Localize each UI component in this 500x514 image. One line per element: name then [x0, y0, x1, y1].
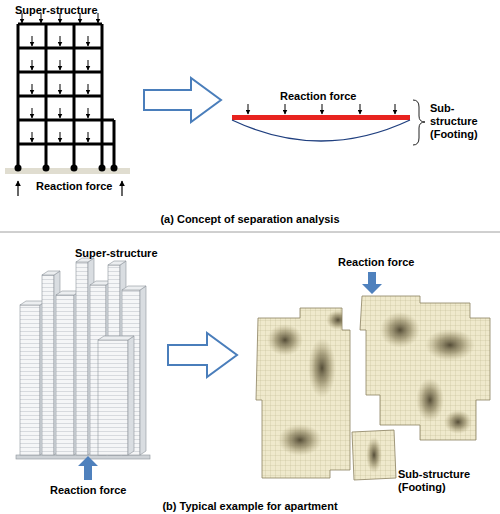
- building-drawing: [16, 258, 150, 459]
- reaction-block-arrow: [362, 272, 382, 294]
- part-label: Reaction force: [338, 256, 423, 269]
- beam: [18, 119, 114, 122]
- load-arrow: [32, 36, 33, 46]
- base-slab: [16, 455, 150, 459]
- footing-bar: [232, 115, 410, 120]
- reaction-load-arrows: [248, 104, 395, 114]
- footing-plates: [256, 296, 490, 480]
- pin-supports: [15, 165, 118, 172]
- frame-drawing: [5, 13, 130, 196]
- footing-plate: [256, 308, 350, 478]
- tower: [98, 336, 134, 455]
- frame-members: [18, 24, 114, 168]
- transfer-arrow: [168, 333, 237, 377]
- load-arrow: [88, 108, 89, 118]
- pin-support: [43, 165, 50, 172]
- beam: [18, 143, 114, 146]
- load-arrow: [88, 84, 89, 94]
- load-arrow: [360, 104, 361, 114]
- load-arrow: [60, 132, 61, 142]
- transfer-arrow: [144, 78, 221, 122]
- pin-support: [71, 165, 78, 172]
- load-arrow: [322, 104, 323, 114]
- load-arrow: [88, 60, 89, 70]
- stress-blob: [308, 338, 336, 398]
- part-label: Super-structure: [75, 247, 165, 260]
- tower-roof: [108, 261, 126, 265]
- footing-mesh-drawing: [256, 296, 490, 480]
- footing-drawing: [232, 100, 425, 145]
- part-label: Sub-structure (Footing): [398, 468, 488, 494]
- frame-model: Super-structureReaction force: [5, 2, 140, 200]
- tower-face: [20, 305, 40, 455]
- tower-face: [98, 340, 128, 455]
- stress-contours: [267, 310, 475, 473]
- load-arrow: [32, 60, 33, 70]
- figure-caption: (b) Typical example for apartment: [0, 500, 500, 513]
- load-arrow: [98, 13, 99, 23]
- part-label: Super-structure: [15, 4, 110, 17]
- load-arrow: [395, 104, 396, 114]
- load-arrow: [60, 108, 61, 118]
- load-arrow: [32, 108, 33, 118]
- load-arrow: [88, 36, 89, 46]
- stress-blob: [326, 310, 350, 330]
- reaction-arrow: [17, 181, 18, 196]
- footing-plate: [360, 296, 490, 440]
- part-label: Reaction force: [36, 180, 121, 193]
- pin-support: [15, 165, 22, 172]
- tower-side: [140, 286, 146, 455]
- reaction-block-arrow: [78, 456, 98, 480]
- part-label: Reaction force: [280, 90, 365, 103]
- tower-roof: [98, 336, 134, 340]
- load-arrow: [32, 132, 33, 142]
- footing-model: Reaction forceSub-structure (Footing): [225, 88, 495, 150]
- part-label: Sub-structure (Footing): [430, 102, 488, 141]
- tower-face: [56, 295, 74, 455]
- tower-side: [128, 336, 134, 455]
- load-arrow: [60, 60, 61, 70]
- pin-support: [111, 165, 118, 172]
- load-arrow: [248, 104, 249, 114]
- load-arrow: [88, 132, 89, 142]
- load-arrow: [60, 36, 61, 46]
- load-arrow: [32, 84, 33, 94]
- beam: [18, 47, 102, 50]
- tower-face: [42, 275, 54, 455]
- part-label: Reaction force: [50, 484, 135, 497]
- load-arrow: [285, 104, 286, 114]
- beam: [18, 95, 102, 98]
- stress-blob: [380, 312, 420, 348]
- stress-blob: [416, 378, 444, 422]
- brace: [413, 100, 425, 145]
- tower-roof: [122, 286, 146, 290]
- beam: [18, 71, 102, 74]
- footing-plate: [352, 430, 396, 480]
- separator-line: [0, 232, 500, 233]
- tower-face: [76, 262, 88, 455]
- stress-blob: [278, 424, 322, 456]
- deflection-curve: [232, 120, 410, 141]
- building-model: Super-structureReaction force: [10, 244, 165, 500]
- stress-blob: [267, 324, 303, 356]
- stress-blob: [425, 329, 475, 361]
- stress-blob: [444, 410, 472, 434]
- load-arrow: [60, 84, 61, 94]
- stress-blob: [366, 437, 382, 473]
- tower-roof: [42, 271, 60, 275]
- load-arrows: [22, 13, 98, 142]
- pin-support: [99, 165, 106, 172]
- reaction-arrow: [121, 181, 122, 196]
- figure-caption: (a) Concept of separation analysis: [0, 213, 500, 226]
- reaction-arrows: [18, 181, 122, 196]
- footing-mesh: Reaction forceSub-structure (Footing): [240, 254, 495, 500]
